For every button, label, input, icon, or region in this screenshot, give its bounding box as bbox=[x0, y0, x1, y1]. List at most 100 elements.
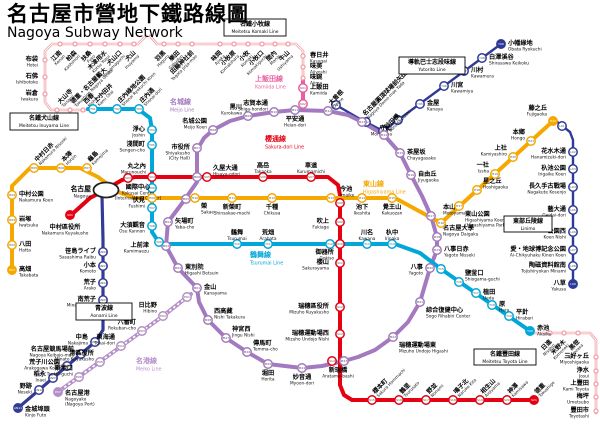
station-S08: S08 bbox=[335, 198, 345, 208]
svg-text:布袋: 布袋 bbox=[26, 55, 39, 63]
svg-text:H13: H13 bbox=[328, 196, 334, 200]
svg-text:Y09: Y09 bbox=[498, 42, 504, 46]
svg-text:L05: L05 bbox=[570, 208, 576, 212]
line-meitetsu-inuyama bbox=[43, 34, 148, 112]
svg-text:M23: M23 bbox=[341, 359, 347, 363]
svg-text:Meijo Line: Meijo Line bbox=[170, 108, 194, 114]
svg-text:L01: L01 bbox=[559, 124, 565, 128]
svg-text:H01: H01 bbox=[9, 268, 15, 272]
svg-text:池下: 池下 bbox=[356, 203, 368, 211]
svg-text:Sengen-cho: Sengen-cho bbox=[120, 147, 146, 153]
svg-text:Horita: Horita bbox=[261, 376, 275, 382]
svg-text:覺王山: 覺王山 bbox=[382, 203, 402, 211]
svg-text:名鐵豐田線: 名鐵豐田線 bbox=[490, 350, 520, 358]
svg-text:M16: M16 bbox=[408, 173, 414, 177]
svg-text:國際中心: 國際中心 bbox=[126, 183, 152, 191]
svg-text:H02: H02 bbox=[9, 243, 15, 247]
svg-text:港區役所: 港區役所 bbox=[69, 349, 95, 357]
svg-text:E03: E03 bbox=[139, 329, 145, 333]
svg-text:Temma-cho: Temma-cho bbox=[252, 346, 278, 352]
svg-text:川名: 川名 bbox=[360, 229, 373, 237]
svg-text:陶磁資料館南: 陶磁資料館南 bbox=[529, 261, 566, 269]
svg-text:花水木通: 花水木通 bbox=[541, 147, 567, 155]
svg-text:春日井: 春日井 bbox=[309, 51, 329, 59]
svg-text:鹽釜口: 鹽釜口 bbox=[465, 269, 484, 277]
line-box-Meitetsu Inuyama Line: 名鐵犬山線Meitetsu Inuyama Line bbox=[9, 112, 79, 131]
svg-text:日比野: 日比野 bbox=[138, 301, 157, 309]
svg-text:新瑞橋: 新瑞橋 bbox=[329, 366, 348, 374]
station-Sasashima Raibu: AN02笹島ライブSasashima Raibu bbox=[59, 247, 108, 260]
svg-text:T09: T09 bbox=[155, 240, 162, 244]
svg-text:市役所: 市役所 bbox=[171, 143, 190, 151]
svg-text:藝大通: 藝大通 bbox=[547, 205, 566, 213]
svg-text:S15: S15 bbox=[369, 398, 375, 402]
svg-text:S20: S20 bbox=[504, 398, 510, 402]
svg-text:S03: S03 bbox=[125, 176, 131, 180]
svg-text:杁池公園: 杁池公園 bbox=[541, 164, 566, 172]
svg-text:Arako: Arako bbox=[84, 285, 97, 291]
station-Mizuho Undojo Nishi: S13瑞穗運動場西Mizuho Undojo Nishi bbox=[285, 329, 345, 342]
svg-text:S13: S13 bbox=[337, 332, 343, 336]
svg-text:笹島ライブ: 笹島ライブ bbox=[64, 247, 97, 255]
svg-text:S14: S14 bbox=[329, 359, 335, 363]
svg-text:Imaike: Imaike bbox=[340, 192, 355, 198]
station-M05: M05 bbox=[181, 194, 191, 204]
station-T09: T09 bbox=[154, 237, 164, 247]
svg-text:名古屋: 名古屋 bbox=[71, 184, 92, 193]
station-Koen Nishi: L06公園西Koen Nishi bbox=[543, 227, 578, 240]
svg-text:中村區役所: 中村區役所 bbox=[50, 223, 82, 231]
svg-text:車道: 車道 bbox=[305, 162, 318, 170]
svg-text:AN09: AN09 bbox=[49, 376, 57, 380]
svg-text:M04: M04 bbox=[165, 220, 171, 224]
svg-text:E01: E01 bbox=[184, 295, 190, 299]
svg-text:川宮: 川宮 bbox=[450, 81, 463, 89]
svg-text:Yakusa: Yakusa bbox=[550, 286, 566, 292]
svg-text:瑞穗區役所: 瑞穗區役所 bbox=[298, 302, 330, 310]
svg-text:Mizuho Undojo Higashi: Mizuho Undojo Higashi bbox=[399, 348, 448, 354]
svg-text:八草: 八草 bbox=[553, 279, 566, 287]
svg-text:Minato Kuyakusho: Minato Kuyakusho bbox=[55, 356, 94, 362]
svg-text:S11: S11 bbox=[337, 261, 343, 265]
svg-text:(Nagoya Port): (Nagoya Port) bbox=[65, 402, 95, 408]
svg-text:T20: T20 bbox=[526, 329, 533, 333]
svg-text:M01: M01 bbox=[194, 286, 200, 290]
svg-text:Kurokawa: Kurokawa bbox=[221, 110, 242, 116]
svg-text:M09: M09 bbox=[245, 114, 251, 118]
station-Mizuho Undojo Higashi: M22瑞穗運動場東Mizuho Undojo Higashi bbox=[388, 332, 448, 354]
svg-text:南荒子: 南荒子 bbox=[77, 295, 96, 303]
svg-text:M12: M12 bbox=[325, 109, 331, 113]
svg-text:Irinaka: Irinaka bbox=[385, 236, 400, 242]
svg-text:T10: T10 bbox=[233, 242, 240, 246]
svg-text:Mizuho Kuyakusho: Mizuho Kuyakusho bbox=[289, 309, 329, 315]
svg-text:Arahata: Arahata bbox=[259, 236, 276, 242]
svg-text:Kasugai: Kasugai bbox=[310, 58, 327, 64]
svg-text:Sakura-dori Line: Sakura-dori Line bbox=[265, 145, 304, 151]
svg-text:AN07: AN07 bbox=[77, 352, 85, 356]
svg-text:神宮西: 神宮西 bbox=[232, 325, 251, 333]
svg-text:中村公園: 中村公園 bbox=[19, 190, 44, 198]
svg-text:T14: T14 bbox=[388, 242, 395, 246]
svg-text:Osu Kannon: Osu Kannon bbox=[119, 228, 145, 234]
station-T15: T15 bbox=[436, 264, 446, 274]
svg-text:東海通: 東海通 bbox=[96, 333, 115, 341]
svg-text:上豐田: 上豐田 bbox=[570, 379, 589, 387]
svg-text:志賀本通: 志賀本通 bbox=[243, 99, 269, 107]
svg-text:平安通: 平安通 bbox=[286, 115, 305, 123]
svg-text:丸之內: 丸之內 bbox=[126, 162, 146, 170]
svg-text:H12: H12 bbox=[269, 196, 275, 200]
svg-text:Ikeshita: Ikeshita bbox=[354, 210, 371, 216]
svg-text:東別院: 東別院 bbox=[185, 263, 204, 271]
station-S14: S14 bbox=[327, 356, 337, 366]
